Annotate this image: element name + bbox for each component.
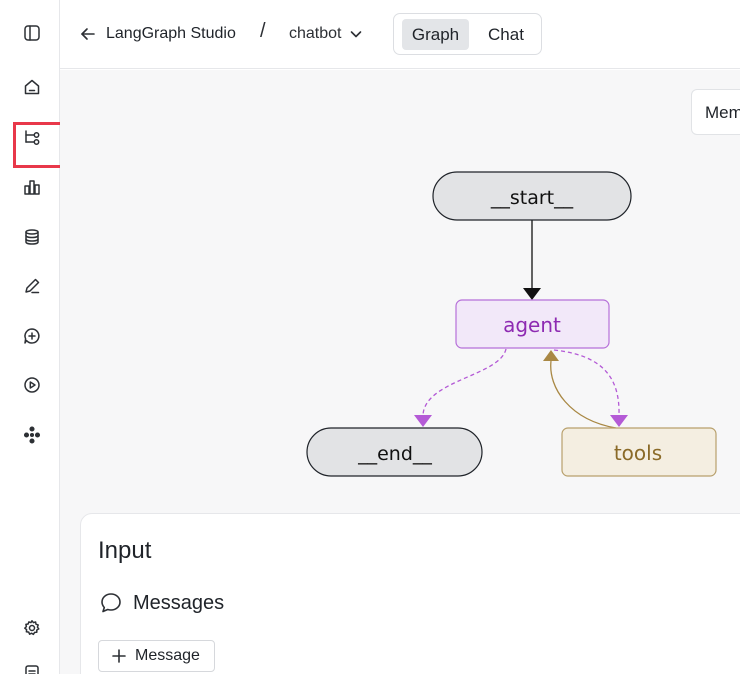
node-agent-label: agent: [503, 313, 561, 337]
view-toggle: Graph Chat: [393, 13, 542, 55]
breadcrumb-separator: /: [260, 20, 266, 42]
chat-add-icon[interactable]: [16, 320, 48, 352]
chevron-down-icon: [351, 31, 362, 38]
nodes-icon[interactable]: [16, 419, 48, 451]
input-title: Input: [98, 537, 152, 564]
edge-agent-tools-arrow: [610, 415, 628, 427]
edge-tools-agent: [550, 360, 617, 429]
chat-bubble-icon: [101, 593, 121, 613]
graph-icon[interactable]: [16, 122, 48, 154]
back-label: LangGraph Studio: [106, 25, 236, 42]
messages-section: Messages: [99, 591, 224, 615]
header: LangGraph Studio / chatbot Graph Chat: [60, 0, 740, 69]
gear-icon[interactable]: [16, 612, 48, 644]
bar-chart-icon[interactable]: [16, 171, 48, 203]
add-message-button[interactable]: Message: [98, 640, 215, 672]
graph-selector[interactable]: chatbot: [289, 22, 363, 46]
arrow-left-icon: [81, 28, 95, 40]
node-start[interactable]: [432, 171, 632, 221]
graph-name: chatbot: [289, 25, 342, 42]
input-panel: Input Messages Message: [80, 513, 740, 674]
back-link[interactable]: LangGraph Studio: [80, 22, 236, 46]
home-icon[interactable]: [16, 71, 48, 103]
panel-toggle-icon[interactable]: [16, 17, 48, 49]
node-end-label: __end__: [357, 443, 432, 465]
edge-start-agent-arrow: [523, 288, 541, 300]
sidebar: [0, 0, 68, 674]
edge-agent-end: [422, 348, 507, 416]
plus-icon: [112, 649, 126, 663]
node-start-label: __start__: [490, 187, 574, 209]
document-icon[interactable]: [16, 657, 48, 674]
database-icon[interactable]: [16, 221, 48, 253]
tab-graph[interactable]: Graph: [402, 19, 469, 50]
edge-tools-agent-arrow: [543, 350, 559, 361]
messages-label: Messages: [133, 591, 225, 614]
node-tools[interactable]: [561, 427, 717, 477]
add-message-label: Message: [135, 647, 200, 664]
memory-button[interactable]: Mem: [691, 89, 740, 135]
edge-agent-tools: [553, 349, 620, 416]
pencil-icon[interactable]: [16, 270, 48, 302]
node-end[interactable]: [306, 427, 483, 477]
graph-diagram: __start__ agent __end__ tools: [306, 171, 717, 477]
edge-agent-end-arrow: [414, 415, 432, 427]
tab-chat[interactable]: Chat: [488, 24, 524, 44]
node-tools-label: tools: [614, 441, 662, 465]
play-icon[interactable]: [16, 369, 48, 401]
node-agent[interactable]: [455, 299, 610, 349]
